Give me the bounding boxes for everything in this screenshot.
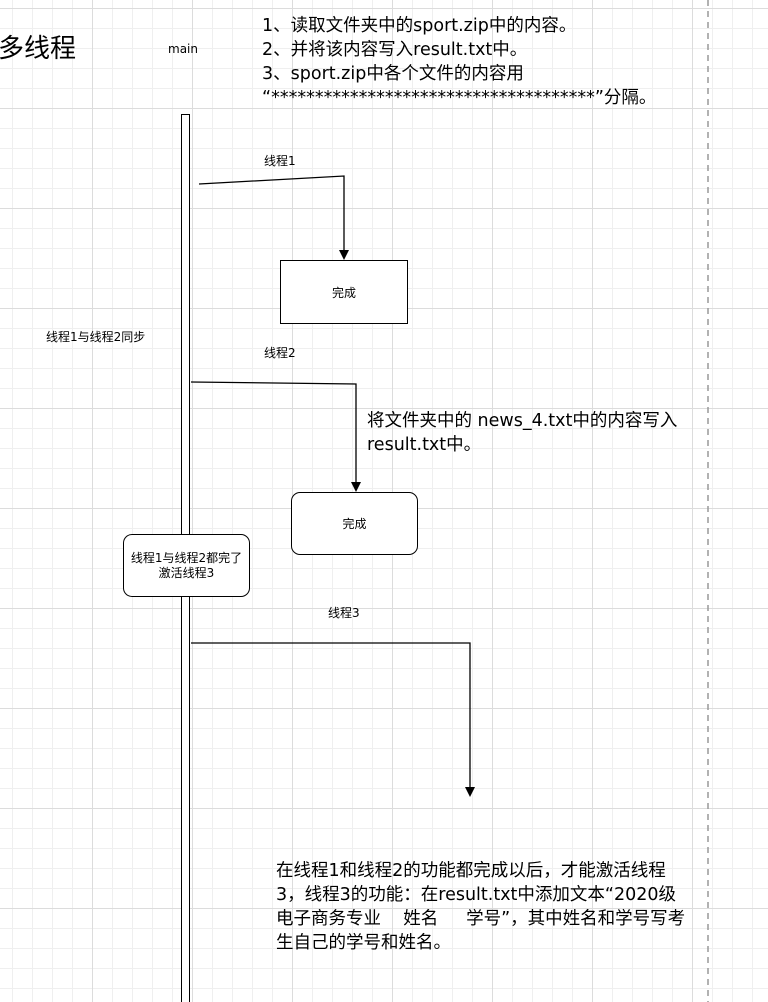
note-line-2: 3，线程3的功能：在result.txt中添加文本“2020级 <box>276 885 677 905</box>
thread2-desc-line-1: 将文件夹中的 news_4.txt中的内容写入 <box>367 411 678 431</box>
thread1-done-box: 完成 <box>280 260 408 324</box>
note-line-4: 生自己的学号和姓名。 <box>276 933 451 953</box>
instruction-line-4: “*************************************”分… <box>262 88 657 108</box>
thread1-label: 线程1 <box>264 154 296 168</box>
instruction-line-1: 1、读取文件夹中的sport.zip中的内容。 <box>262 16 577 36</box>
sync-label: 线程1与线程2同步 <box>46 330 146 344</box>
note-line-1: 在线程1和线程2的功能都完成以后，才能激活线程 <box>276 861 666 881</box>
activate-line-2: 激活线程3 <box>158 565 215 580</box>
thread1-done-text: 完成 <box>331 285 356 300</box>
instruction-line-3: 3、sport.zip中各个文件的内容用 <box>262 64 524 84</box>
activate-thread3-box: 线程1与线程2都完了激活线程3 <box>123 534 250 597</box>
thread3-label: 线程3 <box>328 606 360 620</box>
page-title: 多线程 <box>0 34 77 64</box>
thread2-description: 将文件夹中的 news_4.txt中的内容写入 result.txt中。 <box>367 409 757 457</box>
activate-line-1: 线程1与线程2都完了 <box>130 550 243 565</box>
bottom-note: 在线程1和线程2的功能都完成以后，才能激活线程 3，线程3的功能：在result.… <box>276 859 716 955</box>
thread3-arrow <box>191 642 475 797</box>
thread2-desc-line-2: result.txt中。 <box>367 435 482 455</box>
main-label: main <box>168 42 198 56</box>
thread2-done-text: 完成 <box>342 517 367 531</box>
thread1-arrow <box>198 175 349 260</box>
instruction-line-2: 2、并将该内容写入result.txt中。 <box>262 40 528 60</box>
thread2-done-box: 完成 <box>291 492 418 555</box>
activate-text: 线程1与线程2都完了激活线程3 <box>131 551 242 581</box>
thread2-arrow <box>190 381 361 492</box>
thread2-label: 线程2 <box>264 346 296 360</box>
note-line-3: 电子商务专业 姓名 学号”，其中姓名和学号写考 <box>276 909 686 929</box>
instructions-text: 1、读取文件夹中的sport.zip中的内容。 2、并将该内容写入result.t… <box>262 14 762 110</box>
